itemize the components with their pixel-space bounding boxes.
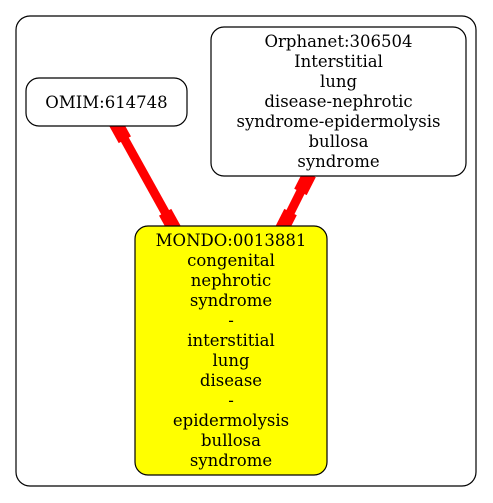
node-label-line: syndrome-epidermolysis xyxy=(237,112,441,131)
node-box xyxy=(25,77,188,127)
node-orphanet[interactable]: Orphanet:306504Interstitiallungdisease-n… xyxy=(210,26,467,177)
node-label-line: interstitial xyxy=(187,331,275,350)
node-label-line: Interstitial xyxy=(294,52,383,71)
edge-line xyxy=(116,128,174,224)
node-mondo[interactable]: MONDO:0013881congenitalnephroticsyndrome… xyxy=(134,225,328,476)
node-label: MONDO:0013881congenitalnephroticsyndrome… xyxy=(156,231,307,470)
node-box xyxy=(210,26,467,177)
node-box xyxy=(134,225,328,476)
node-label-line: - xyxy=(228,311,234,330)
edge-orphanet-mondo xyxy=(275,170,316,234)
node-label-line: disease-nephrotic xyxy=(264,92,412,111)
node-label-line: bullosa xyxy=(309,132,369,151)
edge-omim-mondo xyxy=(109,118,181,234)
node-label-line: - xyxy=(228,391,234,410)
node-label-line: bullosa xyxy=(201,431,261,450)
node-label-line: congenital xyxy=(187,251,275,270)
node-label: OMIM:614748 xyxy=(45,93,167,112)
node-label-line: MONDO:0013881 xyxy=(156,231,307,250)
node-label-line: syndrome xyxy=(190,291,272,310)
node-omim[interactable]: OMIM:614748 xyxy=(25,77,188,127)
node-label-line: lung xyxy=(320,72,358,91)
node-label-line: lung xyxy=(212,351,250,370)
node-label-line: Orphanet:306504 xyxy=(264,32,412,51)
node-label-line: epidermolysis xyxy=(173,411,289,430)
node-label: Orphanet:306504Interstitiallungdisease-n… xyxy=(237,32,441,171)
node-label-line: syndrome xyxy=(297,152,379,171)
node-label-line: disease xyxy=(200,371,262,390)
edge-end-marker xyxy=(294,170,316,196)
cluster-boundary xyxy=(15,15,477,487)
node-label-line: nephrotic xyxy=(191,271,272,290)
node-label-line: OMIM:614748 xyxy=(45,93,167,112)
node-label-line: syndrome xyxy=(190,451,272,470)
